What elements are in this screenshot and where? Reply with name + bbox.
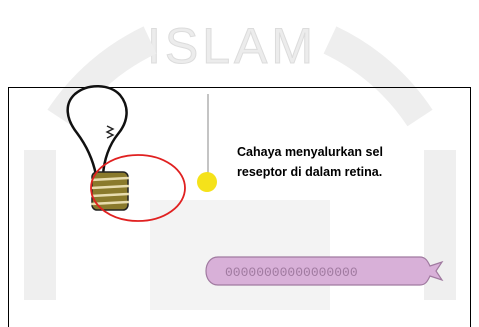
light-bulb-icon [66,85,130,211]
slide-frame [8,87,471,327]
svg-text:00000000000000000: 00000000000000000 [225,265,358,280]
caption-line-2: reseptor di dalam retina. [237,165,383,179]
caption-line-1: Cahaya menyalurkan sel [237,145,383,159]
watermark-text: ISLAM [147,18,317,74]
highlight-circle [90,154,186,222]
light-particle-icon [197,172,217,192]
caption: Cahaya menyalurkan sel reseptor di dalam… [237,142,469,182]
photoreceptor-cell-icon: 00000000000000000 [205,256,444,286]
